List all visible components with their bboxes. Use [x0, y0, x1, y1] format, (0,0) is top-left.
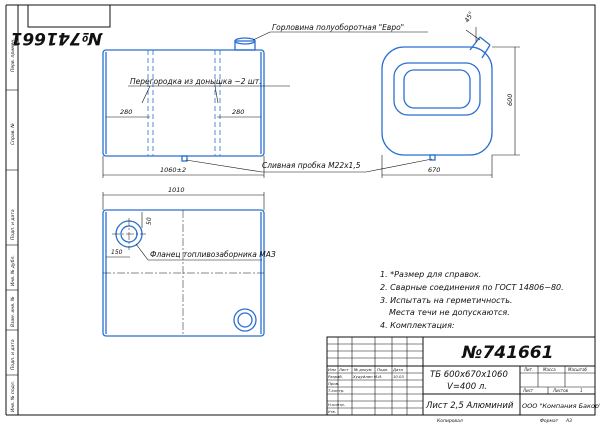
title-block: №741661 Изм Лист № докум. Подп. Дата Раз…	[326, 336, 600, 416]
notes: 1. *Размер для справок. 2. Сварные соеди…	[380, 270, 564, 330]
strip-label-6: Подп. и дата	[10, 339, 16, 370]
col-izm: Изм	[328, 367, 336, 372]
strip-label-1: Перв. примен.	[10, 38, 16, 72]
row-prov: Пров.	[328, 381, 339, 386]
dim-280-left: 280	[120, 108, 132, 116]
dim-1010: 1010	[168, 186, 185, 194]
note-3b: Места течи не допускаются.	[389, 308, 510, 317]
col-list: Лист	[338, 367, 349, 372]
drawing-number: №741661	[461, 343, 553, 363]
material: Лист 2,5 Алюминий	[425, 401, 514, 411]
label-filler-neck: Горловина полуоборотная "Евро"	[272, 23, 404, 32]
note-3: 3. Испытать на герметичность.	[380, 296, 512, 305]
col-doc: № докум.	[353, 367, 373, 372]
mirrored-drawing-number: №741661	[11, 28, 103, 48]
developer-date: 10.03	[393, 374, 404, 379]
format-label: Формат	[540, 418, 559, 424]
strip-label-2: Справ. №	[10, 123, 16, 145]
label-drain-plug: Сливная пробка М22х1,5	[262, 161, 361, 170]
dim-670: 670	[428, 166, 440, 174]
sheet-label: Лист	[522, 388, 534, 393]
designation: ТБ 600х670х1060	[430, 370, 508, 380]
footer: Копировал Формат А3	[437, 418, 572, 424]
note-1: 1. *Размер для справок.	[380, 270, 481, 279]
label-baffle: Перегородка из донышка −2 шт.	[130, 77, 261, 86]
row-razrab: Разраб.	[328, 374, 343, 379]
drain-plug-side	[429, 154, 436, 161]
developer-name: Худуйлин М.И.	[352, 374, 382, 379]
copied-label: Копировал	[437, 418, 463, 424]
strip-label-5: Взам. инв. №	[10, 296, 16, 327]
left-strip: Перв. примен. Справ. № Подп. и дата Инв.…	[5, 4, 19, 416]
dim-600: 600	[506, 94, 514, 106]
note-4: 4. Комплектация:	[380, 321, 455, 330]
side-view: 45° 600 670	[381, 10, 520, 178]
dim-1060: 1060±2	[160, 166, 186, 174]
note-2: 2. Сварные соединения по ГОСТ 14806−80.	[380, 283, 564, 292]
drain-plug-front	[181, 155, 188, 162]
mass-label: Масса	[543, 367, 556, 372]
sheets-value: 1	[580, 388, 583, 393]
dim-45: 45°	[463, 10, 476, 24]
mirrored-number-box: №741661	[11, 4, 111, 48]
lit-label: Лит.	[523, 367, 533, 372]
row-nkontr: Н.контр.	[328, 402, 345, 407]
col-sign: Подп.	[377, 367, 389, 372]
dim-280-right: 280	[232, 108, 244, 116]
dim-50: 50	[146, 217, 153, 225]
filler-neck	[234, 40, 256, 51]
top-view: 1010 50 150 Фланец топливозаборника МАЗ	[102, 186, 276, 337]
sheets-label: Листов	[552, 388, 569, 393]
strip-label-3: Подп. и дата	[10, 209, 16, 240]
front-view: 280 280 1060±2 Горловина полуоборотная "…	[102, 23, 433, 178]
label-fuel-flange: Фланец топливозаборника МАЗ	[150, 250, 276, 259]
col-date: Дата	[392, 367, 404, 372]
volume: V=400 л.	[447, 382, 487, 392]
row-tkontr: Т.контр.	[328, 388, 344, 393]
company: ООО "Компания Бакор"	[522, 402, 600, 410]
format-value: А3	[565, 418, 572, 424]
dim-150: 150	[111, 249, 123, 256]
scale-label: Масштаб	[568, 367, 588, 372]
filler-neck-top	[233, 308, 257, 332]
row-utv: Утв.	[328, 409, 336, 414]
strip-label-7: Инв. № подл.	[10, 381, 16, 412]
strip-label-4: Инв. № дубл.	[10, 255, 16, 286]
